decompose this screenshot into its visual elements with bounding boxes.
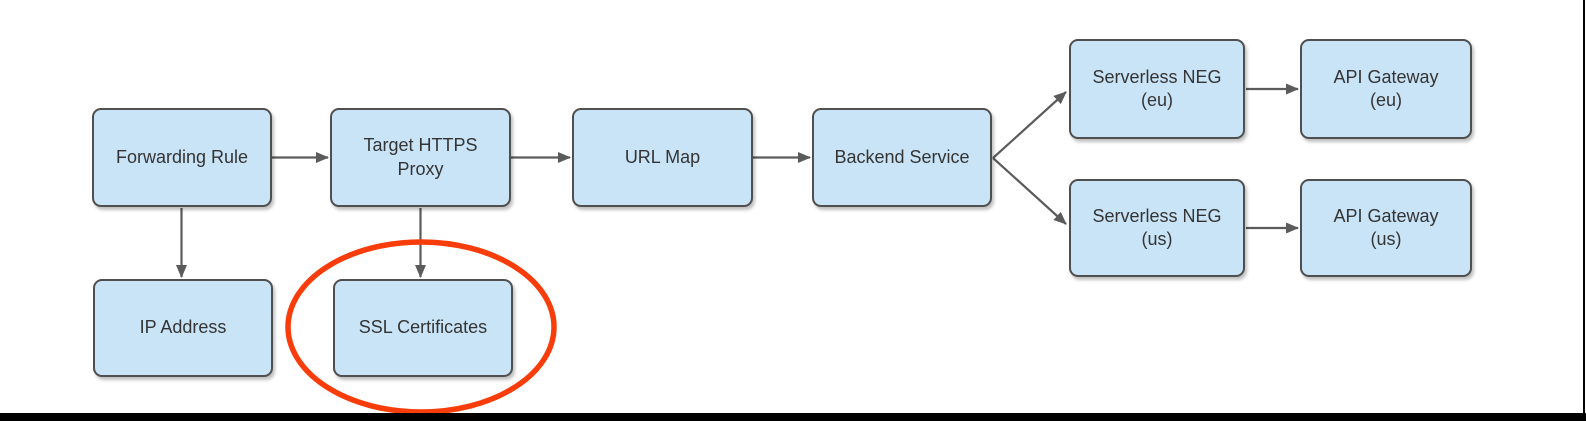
- node-url-map: URL Map: [572, 108, 753, 207]
- node-ip-address: IP Address: [93, 279, 273, 377]
- node-api-gateway-us: API Gateway (us): [1300, 179, 1472, 277]
- node-target-https-proxy: Target HTTPS Proxy: [330, 108, 511, 207]
- node-ssl-certificates: SSL Certificates: [333, 279, 513, 377]
- node-serverless-neg-eu-label: Serverless NEG (eu): [1092, 66, 1222, 110]
- node-api-gateway-us-label: API Gateway (us): [1333, 205, 1439, 249]
- node-serverless-neg-us: Serverless NEG (us): [1069, 179, 1245, 277]
- edge-backend-service-to-serverless-neg-eu: [992, 91, 1067, 159]
- node-ip-address-label: IP Address: [139, 317, 227, 338]
- node-api-gateway-eu-label: API Gateway (eu): [1333, 66, 1439, 110]
- node-forwarding-rule: Forwarding Rule: [92, 108, 272, 207]
- edge-backend-service-to-serverless-neg-us: [992, 157, 1067, 225]
- window-edge-bottom: [0, 413, 1586, 421]
- node-api-gateway-eu: API Gateway (eu): [1300, 39, 1472, 139]
- node-serverless-neg-eu: Serverless NEG (eu): [1069, 39, 1245, 139]
- window-edge-right: [1583, 0, 1585, 421]
- node-target-https-proxy-label: Target HTTPS Proxy: [363, 135, 478, 179]
- node-backend-service-label: Backend Service: [834, 146, 970, 167]
- node-serverless-neg-us-label: Serverless NEG (us): [1092, 205, 1222, 249]
- node-url-map-label: URL Map: [624, 146, 701, 167]
- node-forwarding-rule-label: Forwarding Rule: [115, 146, 249, 167]
- node-backend-service: Backend Service: [812, 108, 992, 207]
- node-ssl-certificates-label: SSL Certificates: [358, 317, 488, 338]
